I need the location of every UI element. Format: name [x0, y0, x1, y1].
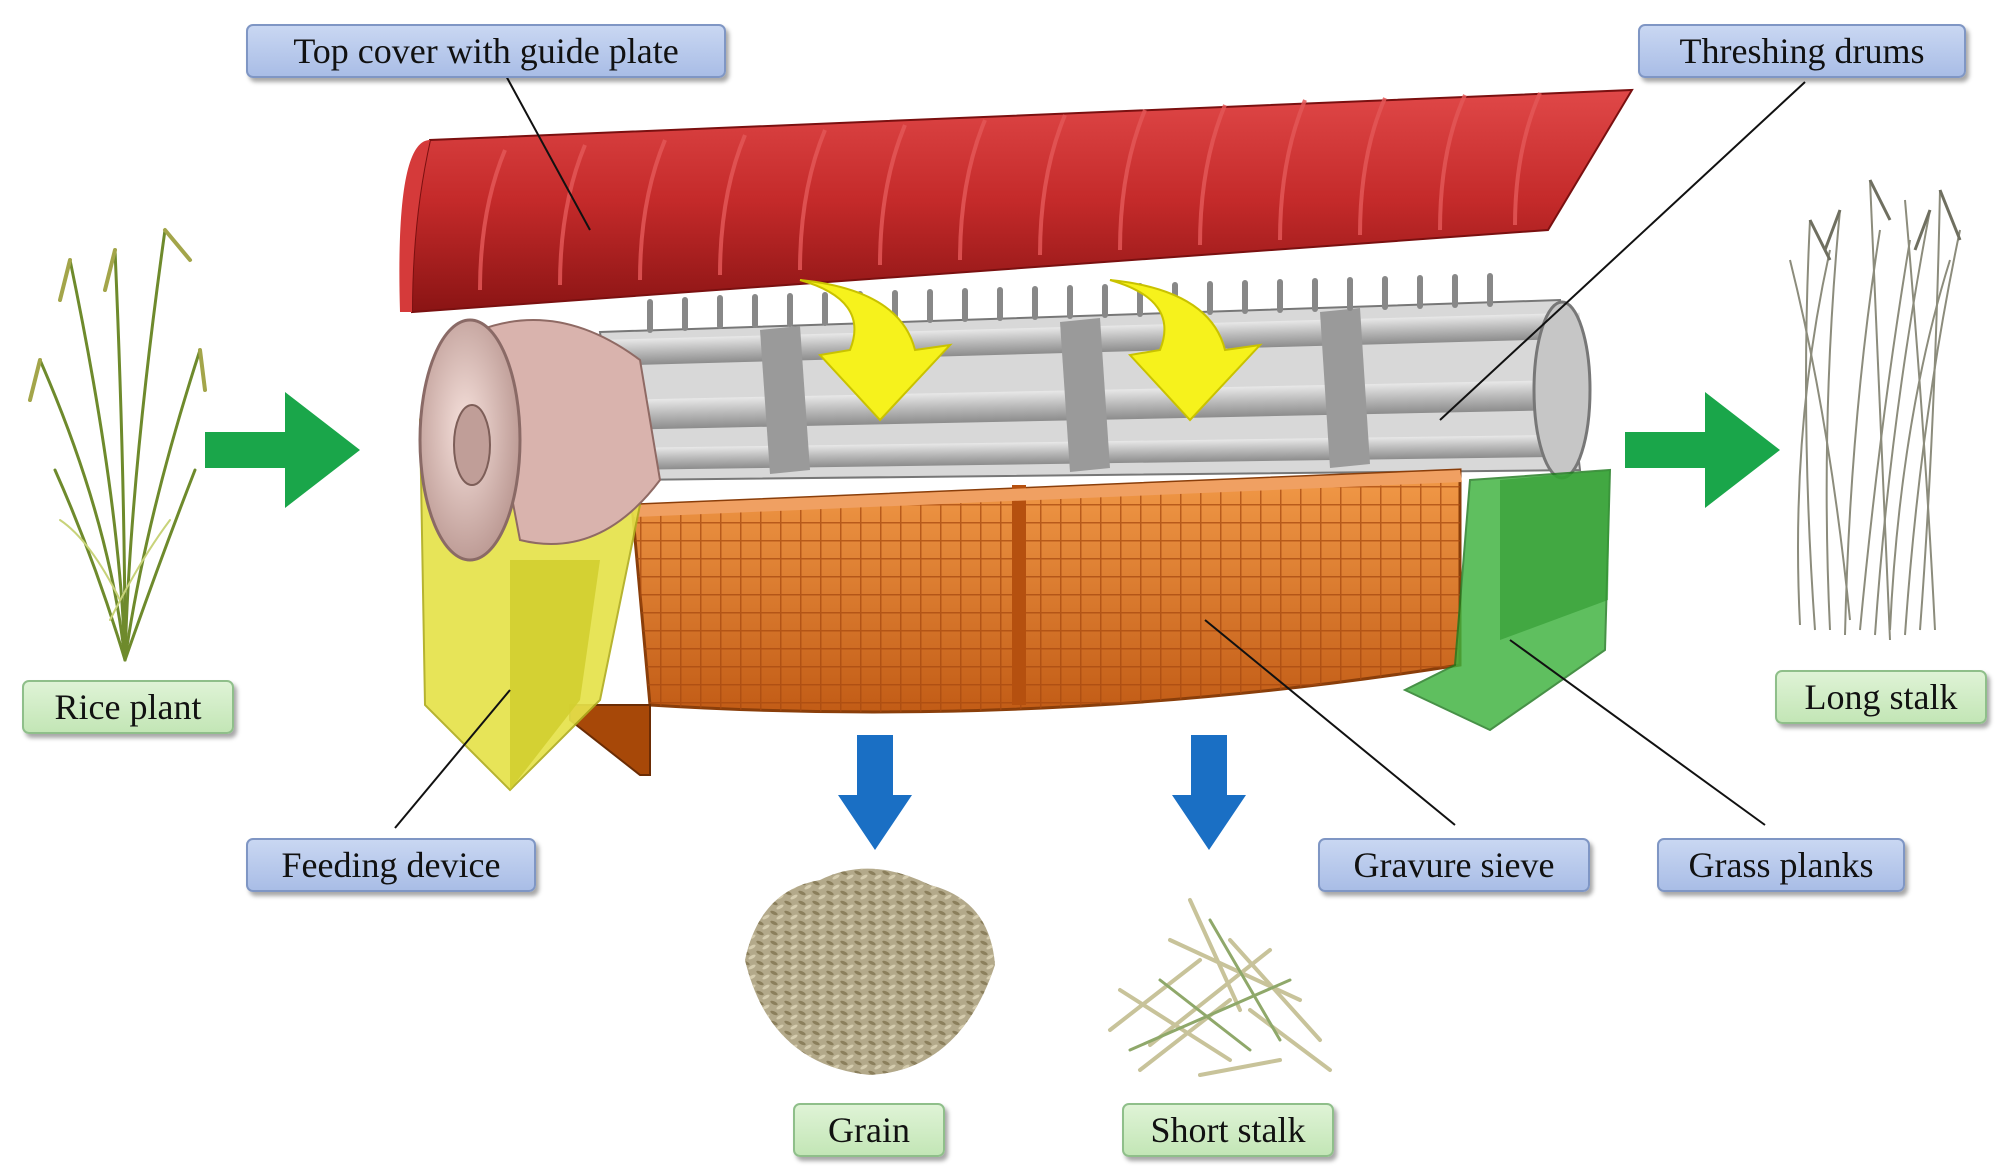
- label-top-cover: Top cover with guide plate: [246, 24, 726, 78]
- leader-lines: [394, 73, 1806, 829]
- grain-pile-picture: [745, 868, 995, 1075]
- label-grain: Grain: [793, 1103, 945, 1157]
- grain-down-arrow-icon: [838, 735, 912, 850]
- short-stalk-down-arrow-icon: [1172, 735, 1246, 850]
- short-stalk-picture: [1108, 898, 1332, 1077]
- label-long-stalk: Long stalk: [1775, 670, 1987, 724]
- label-rice-plant: Rice plant: [22, 680, 234, 734]
- input-flow-arrow-icon: [205, 392, 360, 508]
- gravure-sieve: [569, 468, 1462, 776]
- long-stalk-picture: [1789, 179, 1962, 641]
- label-short-stalk: Short stalk: [1122, 1103, 1334, 1157]
- output-flow-arrow-icon: [1625, 392, 1780, 508]
- rotation-arrow-left: [799, 279, 953, 422]
- threshing-drums: [598, 273, 1592, 482]
- top-cover: [399, 88, 1634, 314]
- feed-disc: [418, 318, 662, 562]
- label-gravure-sieve: Gravure sieve: [1318, 838, 1590, 892]
- grass-planks: [1402, 468, 1612, 732]
- rice-plant-picture: [28, 228, 207, 662]
- rotation-arrow-right: [1109, 279, 1263, 422]
- label-grass-planks: Grass planks: [1657, 838, 1905, 892]
- label-feeding-device: Feeding device: [246, 838, 536, 892]
- label-threshing-drums: Threshing drums: [1638, 24, 1966, 78]
